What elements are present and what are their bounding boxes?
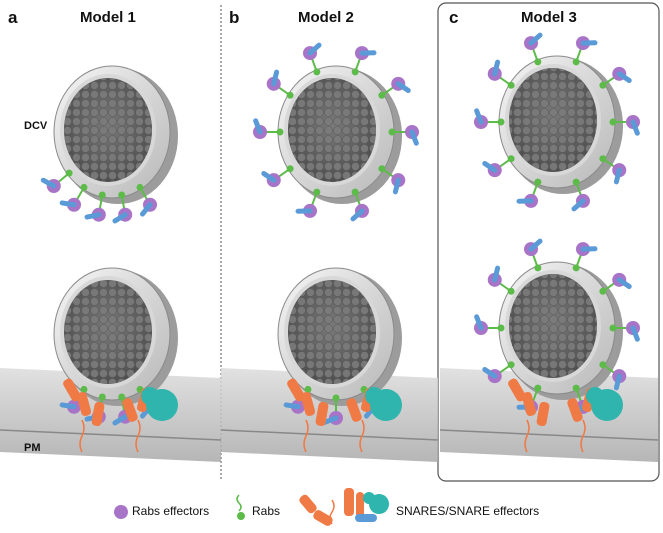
rab-icon [609, 324, 617, 332]
rab-icon [351, 188, 359, 196]
rab-icon [388, 128, 396, 136]
rab-icon [507, 361, 515, 369]
panel-letter-b: b [229, 8, 240, 27]
legend-rab-icon [236, 494, 245, 520]
snare-complex [287, 378, 402, 453]
rab-icon [497, 118, 505, 126]
rab-icon [609, 118, 617, 126]
panel-title-c: Model 3 [521, 9, 577, 26]
pm-label: PM [24, 442, 41, 454]
legend-rab-effector-icon [114, 505, 128, 519]
rab-icon [599, 155, 607, 163]
rab-icon [572, 384, 580, 392]
rab-icon [572, 178, 580, 186]
rab-icon [80, 385, 88, 393]
rab-icon [572, 58, 580, 66]
rab-icon [98, 393, 106, 401]
panel-letter-c: c [449, 8, 459, 27]
rab-icon [313, 188, 321, 196]
rab-icon [118, 191, 126, 199]
rab-icon [599, 287, 607, 295]
rab-icon [332, 394, 340, 402]
rab-icon [304, 385, 312, 393]
rab-icon [507, 155, 515, 163]
rab-icon [507, 287, 515, 295]
rab-icon [65, 169, 73, 177]
rab-icon [136, 183, 144, 191]
rab-icon [534, 58, 542, 66]
panel-c-frame [437, 2, 660, 482]
rab-icon [286, 91, 294, 99]
docked-vesicle-a [53, 267, 178, 453]
panel-title-a: Model 1 [80, 9, 136, 26]
rab-icon [378, 91, 386, 99]
dcv-vesicle-a [40, 65, 178, 224]
rab-icon [534, 264, 542, 272]
rab-icon [118, 393, 126, 401]
dcv-label: DCV [24, 120, 48, 132]
dcv-vesicle-c [474, 32, 640, 212]
rab-icon [378, 165, 386, 173]
snare-complex [63, 378, 178, 453]
dcv-vesicle-b [253, 42, 419, 222]
legend-snares-label: SNARES/SNARE effectors [396, 504, 540, 518]
docked-vesicle-c [474, 238, 640, 453]
rab-icon [599, 361, 607, 369]
rab-icon [276, 128, 284, 136]
rab-icon [80, 183, 88, 191]
panel-letter-a: a [8, 8, 18, 27]
rab-icon [286, 165, 294, 173]
legend-snare-icon [299, 488, 364, 526]
rab-icon [534, 384, 542, 392]
legend-rabs-label: Rabs [252, 504, 281, 518]
panel-title-b: Model 2 [298, 9, 354, 26]
rab-icon [98, 191, 106, 199]
legend-snare-effector-icon [355, 492, 389, 522]
rab-icon [572, 264, 580, 272]
snare-complex [508, 378, 623, 453]
rab-icon [351, 68, 359, 76]
docked-vesicle-b [277, 267, 402, 453]
rab-icon [497, 324, 505, 332]
rab-icon [507, 81, 515, 89]
legend-rab-effectors-label: Rabs effectors [132, 504, 210, 518]
rab-icon [313, 68, 321, 76]
rab-icon [534, 178, 542, 186]
rab-icon [599, 81, 607, 89]
